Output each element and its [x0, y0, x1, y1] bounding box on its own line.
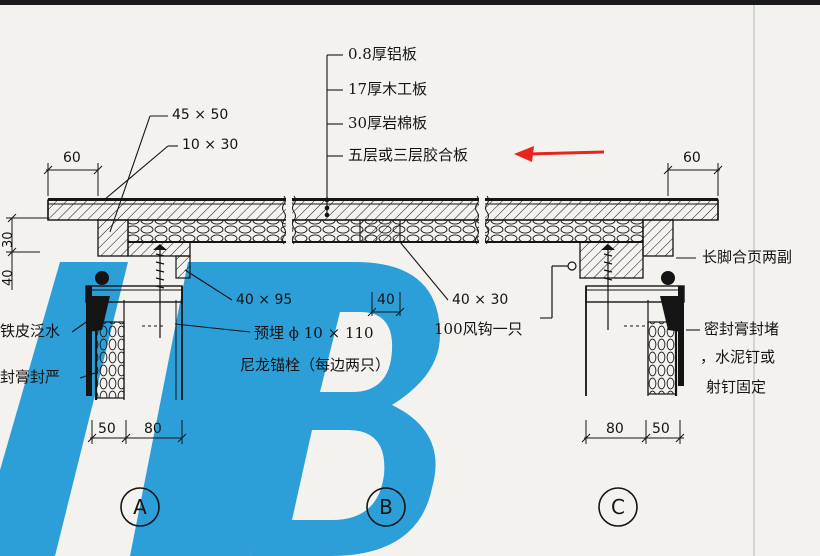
anchor-note: 尼龙锚栓（每边两只） [240, 356, 391, 374]
seal-right-note-3: 射钉固定 [706, 378, 767, 396]
detail-a-circle [120, 487, 160, 527]
flashing-note: 铁皮泛水 [0, 322, 61, 340]
dim-bottom-right-80: 80 [606, 421, 624, 437]
dim-bottom-left-50: 50 [98, 421, 116, 437]
dim-bottom-left-80: 80 [144, 421, 162, 437]
dim-40x30: 40 × 30 [452, 292, 509, 308]
dim-left-60: 60 [63, 150, 81, 166]
dim-vertical-40: 40 [1, 269, 16, 286]
dim-vertical-30: 30 [1, 231, 16, 248]
detail-b-label: B [379, 495, 393, 519]
layer-plywood-label: 五层或三层胶合板 [348, 146, 469, 164]
detail-a-label: A [133, 495, 147, 519]
seal-right-note-1: 密封膏封堵 [704, 320, 780, 338]
layer-blockboard-label: 17厚木工板 [348, 80, 428, 98]
detail-c-circle [598, 487, 638, 527]
seal-left-note: 封膏封严 [0, 368, 61, 386]
hook-note: 100风钩一只 [434, 320, 523, 338]
layer-aluminum-label: 0.8厚铝板 [348, 45, 417, 63]
dim-45x50: 45 × 50 [172, 107, 229, 123]
dim-10x30: 10 × 30 [182, 137, 239, 153]
red-arrow-icon [514, 146, 605, 162]
hinge-note: 长脚合页两副 [702, 248, 793, 266]
detail-b-circle [366, 487, 406, 527]
detail-c-label: C [611, 495, 625, 519]
seal-right-note-2: ，水泥钉或 [700, 348, 776, 366]
embed-note: 预埋 ϕ 10 × 110 [254, 324, 374, 342]
dim-40x95: 40 × 95 [236, 292, 293, 308]
dim-right-60: 60 [683, 150, 701, 166]
dim-40: 40 [377, 292, 395, 308]
dim-bottom-right-50: 50 [652, 421, 670, 437]
layer-rockwool-label: 30厚岩棉板 [348, 114, 428, 132]
